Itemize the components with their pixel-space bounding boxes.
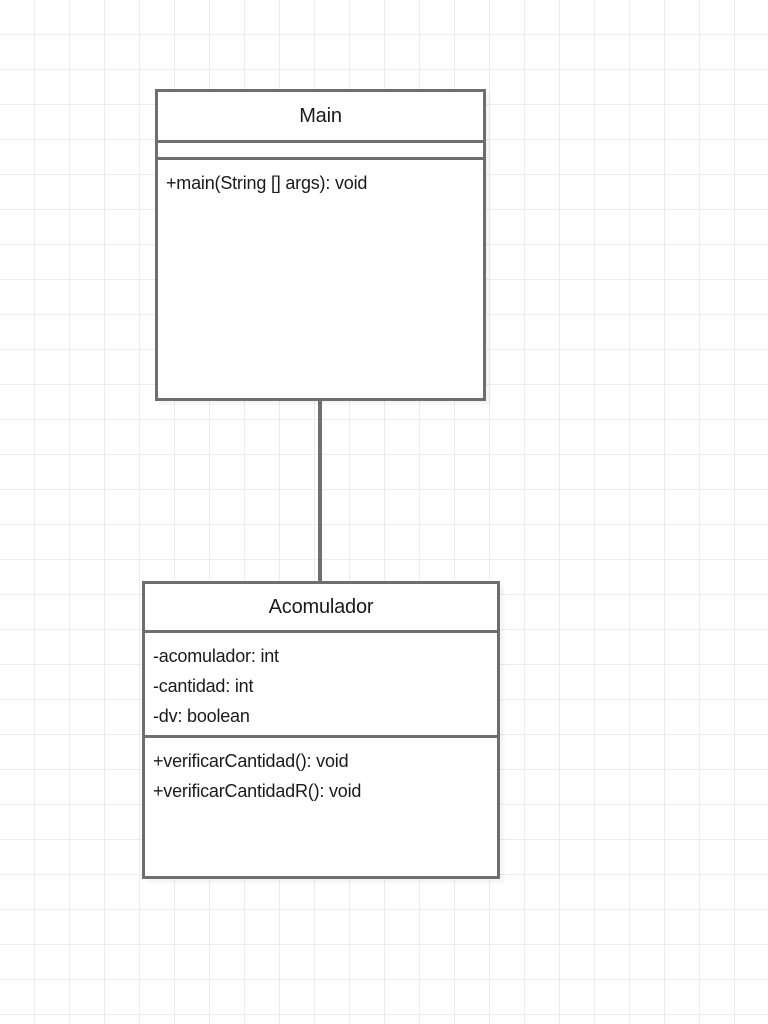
- uml-class-title: Acomulador: [268, 595, 374, 618]
- uml-method: +verificarCantidadR(): void: [153, 781, 362, 801]
- uml-class-acomulador[interactable]: Acomulador -acomulador: int -cantidad: i…: [142, 581, 500, 879]
- uml-class-main[interactable]: Main +main(String [] args): void: [155, 89, 486, 401]
- uml-methods-compartment: +verificarCantidad(): void +verificarCan…: [145, 738, 497, 876]
- uml-method: +main(String [] args): void: [166, 173, 368, 193]
- uml-divider: [158, 140, 483, 143]
- uml-attributes-compartment: -acomulador: int -cantidad: int -dv: boo…: [145, 633, 497, 735]
- uml-divider: [145, 630, 497, 633]
- uml-attributes-compartment: [158, 143, 483, 157]
- uml-attribute: -cantidad: int: [153, 676, 254, 696]
- uml-divider: [145, 735, 497, 738]
- uml-class-title: Main: [299, 104, 342, 127]
- uml-attribute: -dv: boolean: [153, 706, 250, 726]
- uml-divider: [158, 157, 483, 160]
- uml-attribute: -acomulador: int: [153, 646, 279, 666]
- uml-methods-compartment: +main(String [] args): void: [158, 160, 483, 398]
- connector-main-to-acomulador[interactable]: [318, 398, 322, 583]
- uml-method: +verificarCantidad(): void: [153, 751, 349, 771]
